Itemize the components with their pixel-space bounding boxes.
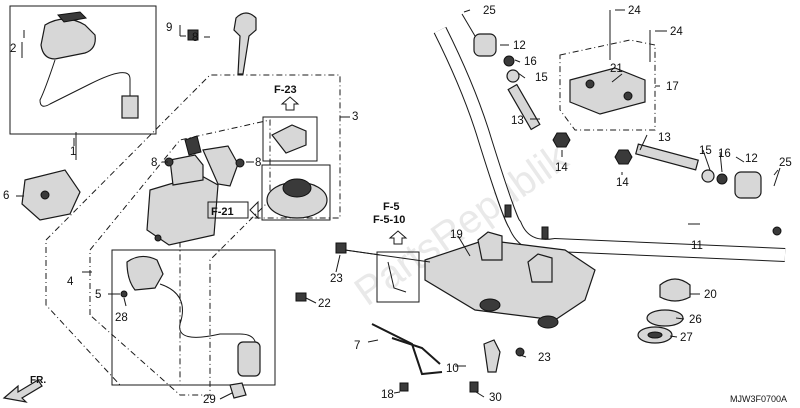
callout-24-top: 24 [628,5,641,17]
callout-5: 5 [95,289,101,301]
switch-6-part[interactable] [16,169,81,221]
callout-9: 9 [166,22,172,34]
callout-23-right: 23 [538,352,551,364]
callout-2: 2 [10,43,16,55]
harness-frame [111,249,276,386]
callout-18: 18 [381,389,394,401]
callout-14-right: 14 [616,177,629,189]
callout-8-left: 8 [151,157,157,169]
callout-6: 6 [3,190,9,202]
callout-8-right: 8 [255,157,261,169]
callout-7: 7 [354,340,360,352]
callout-10: 10 [446,363,459,375]
sub-harness-frame [9,5,157,135]
callout-12-left: 12 [513,40,526,52]
handlebar-part[interactable] [433,26,786,262]
callout-25-left: 25 [483,5,496,17]
callout-12-right: 12 [745,153,758,165]
callout-1: 1 [70,146,76,158]
callout-30: 30 [489,392,502,404]
callout-16-left: 16 [524,56,537,68]
f5-label: F-5 [383,201,400,213]
callout-29: 29 [203,394,216,406]
f5-10-label: F-5-10 [373,214,405,226]
lower-holder-part[interactable] [344,231,596,329]
callout-19: 19 [450,229,463,241]
f21-label: F-21 [211,206,234,218]
callout-23-left: 23 [330,273,343,285]
callout-14-left: 14 [555,162,568,174]
upper-holder-part[interactable] [559,10,656,131]
callout-3: 3 [352,111,358,123]
callout-26: 26 [689,314,702,326]
callout-numbers: 2 1 3 4 5 6 7 8 8 8 9 10 11 12 12 13 13 … [3,5,792,406]
callout-15-left: 15 [535,72,548,84]
callout-16-right: 16 [718,148,731,160]
bracket-parts[interactable] [371,323,525,392]
diagram-code: MJW3F0700A [730,394,787,404]
callout-13-left: 13 [511,115,524,127]
callout-22: 22 [318,298,331,310]
front-label: FR. [30,375,46,386]
callout-11: 11 [691,240,703,252]
fastener-key-parts[interactable] [179,12,257,75]
left-bar-end-parts[interactable] [461,13,571,148]
ignition-switch-part[interactable] [146,135,245,246]
right-bar-end-parts[interactable] [614,143,781,199]
callout-25-right: 25 [779,157,792,169]
leader-lines [23,9,779,400]
front-arrow: FR. [2,375,46,403]
f21-reference: F-21 [207,200,259,220]
callout-20: 20 [704,289,717,301]
bolt-parts[interactable] [295,242,479,393]
callout-4: 4 [67,276,74,288]
callout-15-right: 15 [699,145,712,157]
f23-label: F-23 [274,84,297,96]
nut-washer-parts[interactable] [637,278,691,344]
f23-reference: F-23 [261,84,331,221]
f5-reference: F-5 F-5-10 [373,201,420,303]
handlebar-switch-part[interactable] [21,11,139,146]
clip-29-part[interactable] [229,382,247,399]
callout-8-top: 8 [192,32,198,44]
switch-harness-part[interactable] [120,255,261,377]
callout-24-right: 24 [670,26,683,38]
callout-21: 21 [610,63,623,75]
callout-17: 17 [666,81,679,93]
callout-27: 27 [680,332,693,344]
callout-28: 28 [115,312,128,324]
callout-13-right: 13 [658,132,671,144]
